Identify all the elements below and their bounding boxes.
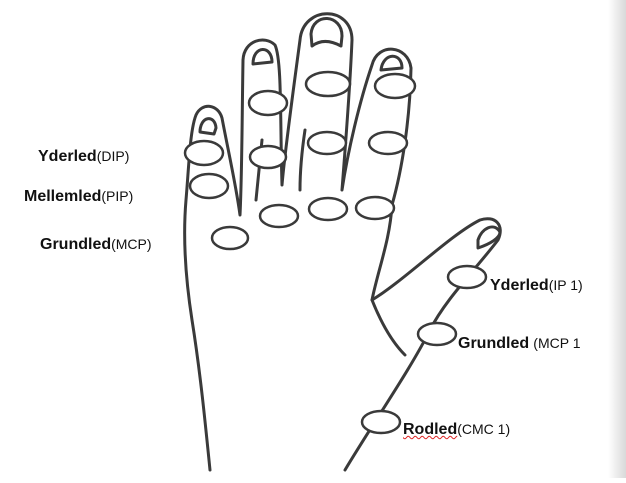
label-cmc1-name: Rodled [403, 421, 458, 438]
label-cmc1: Rodled(CMC 1) [403, 420, 510, 439]
joint-pip-little [367, 130, 409, 156]
hand-outline [183, 12, 502, 472]
joint-dip-ring [304, 70, 352, 98]
nail-little [379, 54, 404, 72]
crease-1 [254, 138, 264, 202]
joint-dip-little [373, 72, 417, 100]
label-mcp: Grundled(MCP) [40, 235, 152, 254]
label-mcp1-name: Grundled [458, 335, 530, 352]
joint-mcp-little [354, 195, 396, 221]
joint-pip-ring [306, 130, 348, 156]
nail-index [198, 117, 218, 136]
nail-middle [251, 48, 274, 66]
label-dip-code: (DIP) [96, 148, 130, 164]
label-ip1-code: (IP 1) [548, 277, 583, 293]
label-pip-name: Mellemled [24, 188, 102, 205]
joint-pip-index [188, 172, 230, 200]
joint-dip-middle [247, 89, 289, 117]
label-pip-code: (PIP) [101, 188, 134, 204]
label-dip: Yderled(DIP) [38, 147, 129, 166]
label-mcp1-code: (MCP 1 [533, 335, 581, 351]
thumb-web [370, 298, 407, 357]
nail-thumb [476, 225, 502, 250]
label-cmc1-code: (CMC 1) [457, 421, 511, 437]
label-dip-name: Yderled [38, 148, 97, 165]
joint-mcp-index [210, 225, 250, 251]
nail-ring [309, 17, 344, 48]
label-ip1: Yderled(IP 1) [490, 276, 583, 295]
label-ip1-name: Yderled [490, 277, 549, 294]
joint-dip-index [183, 139, 225, 167]
joint-ip-thumb [446, 264, 488, 290]
joint-mcp-middle [258, 203, 300, 229]
joint-pip-middle [248, 144, 288, 170]
label-mcp-name: Grundled [40, 236, 112, 253]
joint-mcp-ring [307, 196, 349, 222]
label-mcp1: Grundled (MCP 1 [458, 334, 580, 353]
label-pip: Mellemled(PIP) [24, 187, 133, 206]
joint-cmc-thumb [360, 409, 402, 435]
page-edge-shadow [608, 0, 626, 478]
joint-mcp-thumb [416, 321, 458, 347]
crease-2 [298, 128, 307, 192]
label-mcp-code: (MCP) [111, 236, 152, 252]
